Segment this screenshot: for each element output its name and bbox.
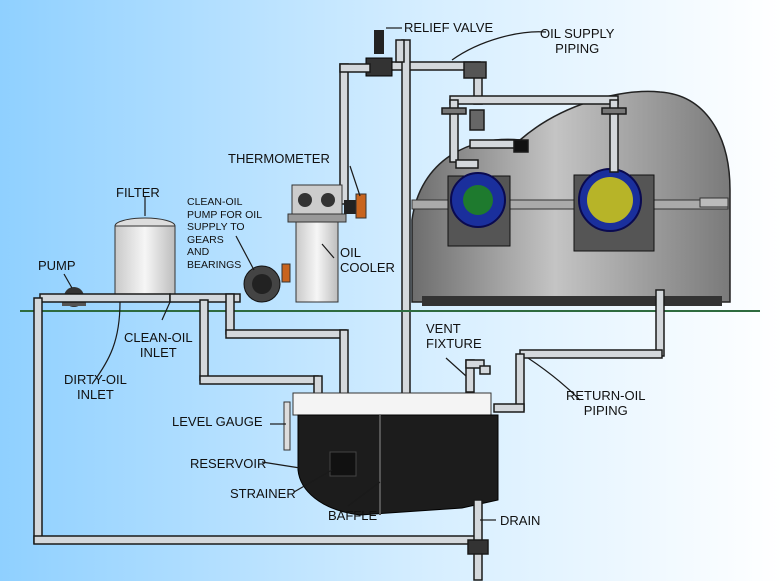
return-oil-piping-label: RETURN-OIL PIPING <box>566 388 646 418</box>
vent-fixture-label: VENT FIXTURE <box>426 321 482 351</box>
clean-oil-inlet-label: CLEAN-OIL INLET <box>124 330 193 360</box>
leader-lines <box>63 27 581 521</box>
dirty-oil-inlet-label: DIRTY-OIL INLET <box>64 372 127 402</box>
oil-cooler-label: OIL COOLER <box>340 245 395 275</box>
oil-cooler <box>287 184 360 303</box>
thermometer <box>355 193 367 219</box>
strainer-label: STRAINER <box>230 486 296 501</box>
pump-label: PUMP <box>38 258 76 273</box>
filter-label: FILTER <box>116 185 160 200</box>
return-oil-piping <box>493 289 665 413</box>
relief-valve-label: RELIEF VALVE <box>404 20 494 35</box>
reservoir <box>292 392 499 516</box>
filter <box>110 217 180 302</box>
level-gauge <box>283 401 291 451</box>
drain-label: DRAIN <box>500 513 541 528</box>
shaft-right <box>587 177 633 223</box>
level-gauge-label: LEVEL GAUGE <box>172 414 263 429</box>
drain <box>467 499 489 581</box>
pump-filter-piping <box>33 293 479 545</box>
oil-supply-piping <box>379 61 627 173</box>
shaft-left <box>463 185 493 215</box>
clean-oil-pump-label: CLEAN-OIL PUMP FOR OIL SUPPLY TO GEARS A… <box>187 196 263 271</box>
strainer <box>329 451 357 477</box>
clean-oil-pump <box>243 263 291 303</box>
baffle-label: BAFFLE <box>328 508 378 523</box>
thermometer-label: THERMOMETER <box>228 151 330 166</box>
oil-supply-piping-label: OIL SUPPLY PIPING <box>540 26 615 56</box>
reservoir-label: RESERVOIR <box>190 456 267 471</box>
